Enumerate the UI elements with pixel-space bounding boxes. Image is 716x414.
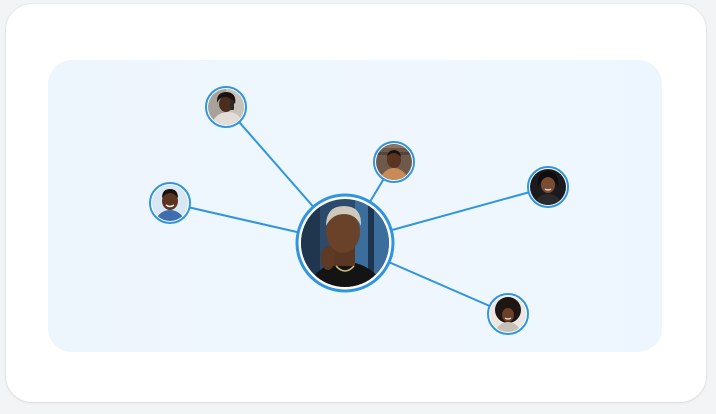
node-top-left[interactable] — [205, 86, 247, 128]
person-photo-icon — [376, 144, 412, 180]
center-node[interactable] — [295, 193, 395, 293]
person-photo-icon — [490, 296, 526, 332]
node-bottom-right[interactable] — [487, 293, 529, 335]
node-right[interactable] — [527, 166, 569, 208]
person-photo-icon — [152, 185, 188, 221]
person-photo-icon — [208, 89, 244, 125]
person-photo-icon — [530, 169, 566, 205]
node-left[interactable] — [149, 182, 191, 224]
node-top-middle[interactable] — [373, 141, 415, 183]
